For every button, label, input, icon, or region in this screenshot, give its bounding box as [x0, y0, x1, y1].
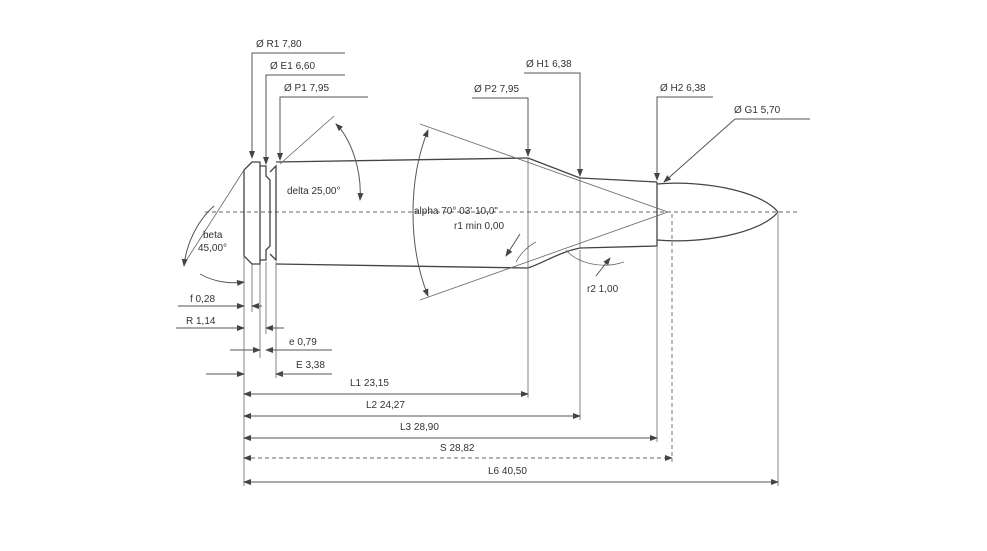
- groove-bevel: [269, 164, 277, 262]
- label-beta-value: 45,00°: [198, 243, 227, 254]
- label-L2: L2 24,27: [366, 400, 405, 411]
- label-h2: Ø H2 6,38: [660, 83, 706, 94]
- label-r1min: r1 min 0,00: [454, 221, 504, 232]
- label-p1: Ø P1 7,95: [284, 83, 329, 94]
- label-p2: Ø P2 7,95: [474, 84, 519, 95]
- label-beta-name: beta: [203, 230, 223, 241]
- shoulder: [527, 157, 581, 269]
- label-L1: L1 23,15: [350, 378, 389, 389]
- label-E: E 3,38: [296, 360, 325, 371]
- diameter-leaders: Ø R1 7,80 Ø E1 6,60 Ø P1 7,95 Ø P2 7,95 …: [249, 39, 810, 183]
- rim-dimensions: f 0,28 R 1,14 e 0,79 E 3,38: [176, 256, 332, 378]
- label-g1: Ø G1 5,70: [734, 105, 781, 116]
- label-e1: Ø E1 6,60: [270, 61, 315, 72]
- label-L6: L6 40,50: [488, 466, 527, 477]
- length-dimensions: L1 23,15 L2 24,27 L3 28,90 S 28,82 L6 40…: [243, 214, 779, 486]
- bullet: [656, 182, 779, 242]
- label-r2: r2 1,00: [587, 284, 619, 295]
- angle-annotations: delta 25,00° alpha 70° 03' 10,0" r1 min …: [181, 115, 625, 297]
- label-S: S 28,82: [440, 443, 475, 454]
- label-f: f 0,28: [190, 294, 215, 305]
- case-body: [275, 157, 529, 269]
- label-e: e 0,79: [289, 337, 317, 348]
- shoulder-construction: [419, 123, 670, 301]
- label-L3: L3 28,90: [400, 422, 439, 433]
- cartridge-outline: [205, 123, 800, 301]
- label-delta: delta 25,00°: [287, 186, 341, 197]
- label-r1: Ø R1 7,80: [256, 39, 302, 50]
- extractor-groove: [260, 165, 271, 261]
- rim: [243, 161, 261, 265]
- label-h1: Ø H1 6,38: [526, 59, 572, 70]
- label-R: R 1,14: [186, 316, 216, 327]
- label-alpha: alpha 70° 03' 10,0": [414, 206, 498, 217]
- neck: [579, 177, 658, 249]
